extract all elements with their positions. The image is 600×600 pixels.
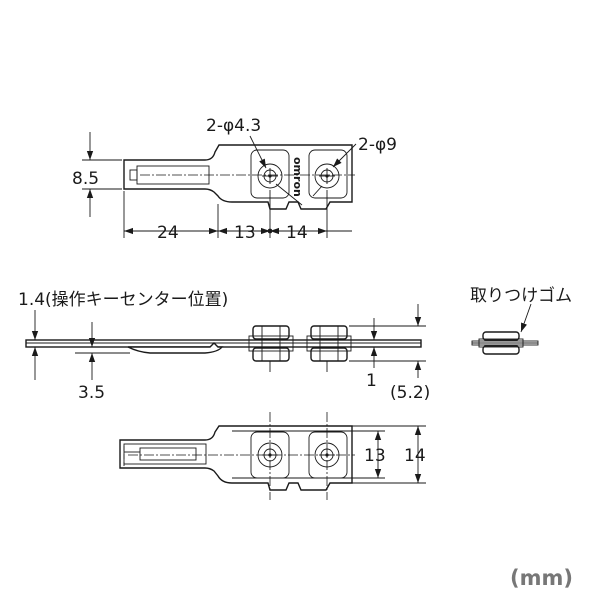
unit-label: (mm)	[510, 566, 573, 590]
bottom-view-bracket-outline	[119, 425, 353, 491]
bottom-view-dim-14: 14	[404, 446, 426, 466]
top-view-key-tab	[129, 169, 138, 181]
side-view-rubber-right	[306, 325, 352, 362]
top-view-right-pad	[308, 149, 348, 199]
top-view-left-hole	[257, 163, 283, 189]
top-view-right-hole	[314, 163, 340, 189]
side-view-dim-3-5: 3.5	[78, 383, 105, 403]
side-view-dim-1: 1	[366, 371, 377, 391]
top-view-dim-height: 8.5	[72, 169, 99, 189]
bottom-view-dim-13: 13	[364, 446, 386, 466]
top-view-hole-large: 2-φ9	[358, 135, 397, 155]
top-view-dim-24: 24	[157, 223, 179, 243]
top-view-dim-13: 13	[234, 223, 256, 243]
top-view: omron 8.5 24 13 14 2-φ4.3 2-φ9	[72, 116, 397, 243]
bottom-view-right-pad	[308, 431, 348, 479]
top-view-bracket-outline	[123, 144, 353, 210]
side-view-rubber-left	[248, 325, 294, 362]
side-view: 1.4(操作キーセンター位置) 3.5 1 (5.2) 取りつけゴム	[18, 285, 572, 403]
bottom-view: 13 14	[119, 412, 426, 500]
bottom-view-key	[139, 447, 197, 461]
side-view-key	[127, 342, 224, 354]
side-view-plate	[25, 339, 422, 348]
top-view-hole-small: 2-φ4.3	[206, 116, 261, 136]
operating-key-center-label: 1.4(操作キーセンター位置)	[18, 290, 228, 310]
mounting-rubber-label: 取りつけゴム	[470, 285, 572, 306]
brand-logo: omron	[291, 157, 304, 197]
mounting-rubber-detail	[471, 331, 539, 355]
side-view-dim-5-2: (5.2)	[390, 383, 430, 403]
top-view-dim-14: 14	[286, 223, 308, 243]
